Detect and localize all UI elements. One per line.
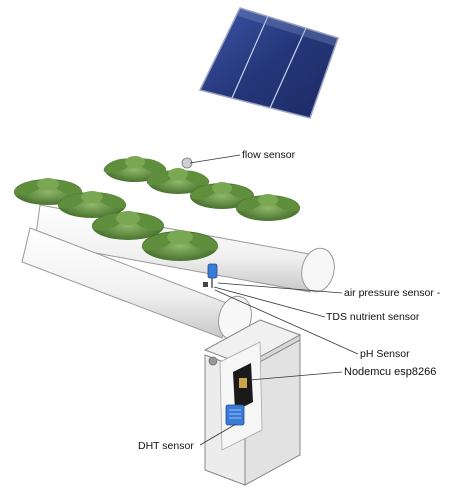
tds-sensor-label: TDS nutrient sensor	[326, 311, 420, 323]
plants	[13, 156, 300, 261]
leader-lines	[189, 154, 359, 446]
dht-sensor-label: DHT sensor	[138, 440, 194, 452]
dht-sensor-icon	[225, 404, 245, 426]
solar-panel	[198, 7, 339, 119]
plant	[190, 182, 254, 209]
plant	[103, 156, 167, 182]
ph-sensor-label: pH Sensor	[360, 348, 410, 360]
air-pressure-sensor-label: air pressure sensor -	[344, 287, 441, 299]
control-enclosure	[203, 319, 302, 486]
nodemcu-label: Nodemcu esp8266	[344, 366, 437, 378]
plant	[92, 211, 164, 240]
pipe-sensors	[203, 263, 218, 288]
flow-sensor-label: flow sensor	[242, 149, 296, 161]
plant	[146, 168, 210, 194]
plant	[236, 194, 300, 221]
nodemcu-board-icon	[233, 363, 253, 411]
plant	[57, 191, 127, 218]
front-pipe	[21, 227, 252, 341]
plant	[141, 230, 219, 261]
